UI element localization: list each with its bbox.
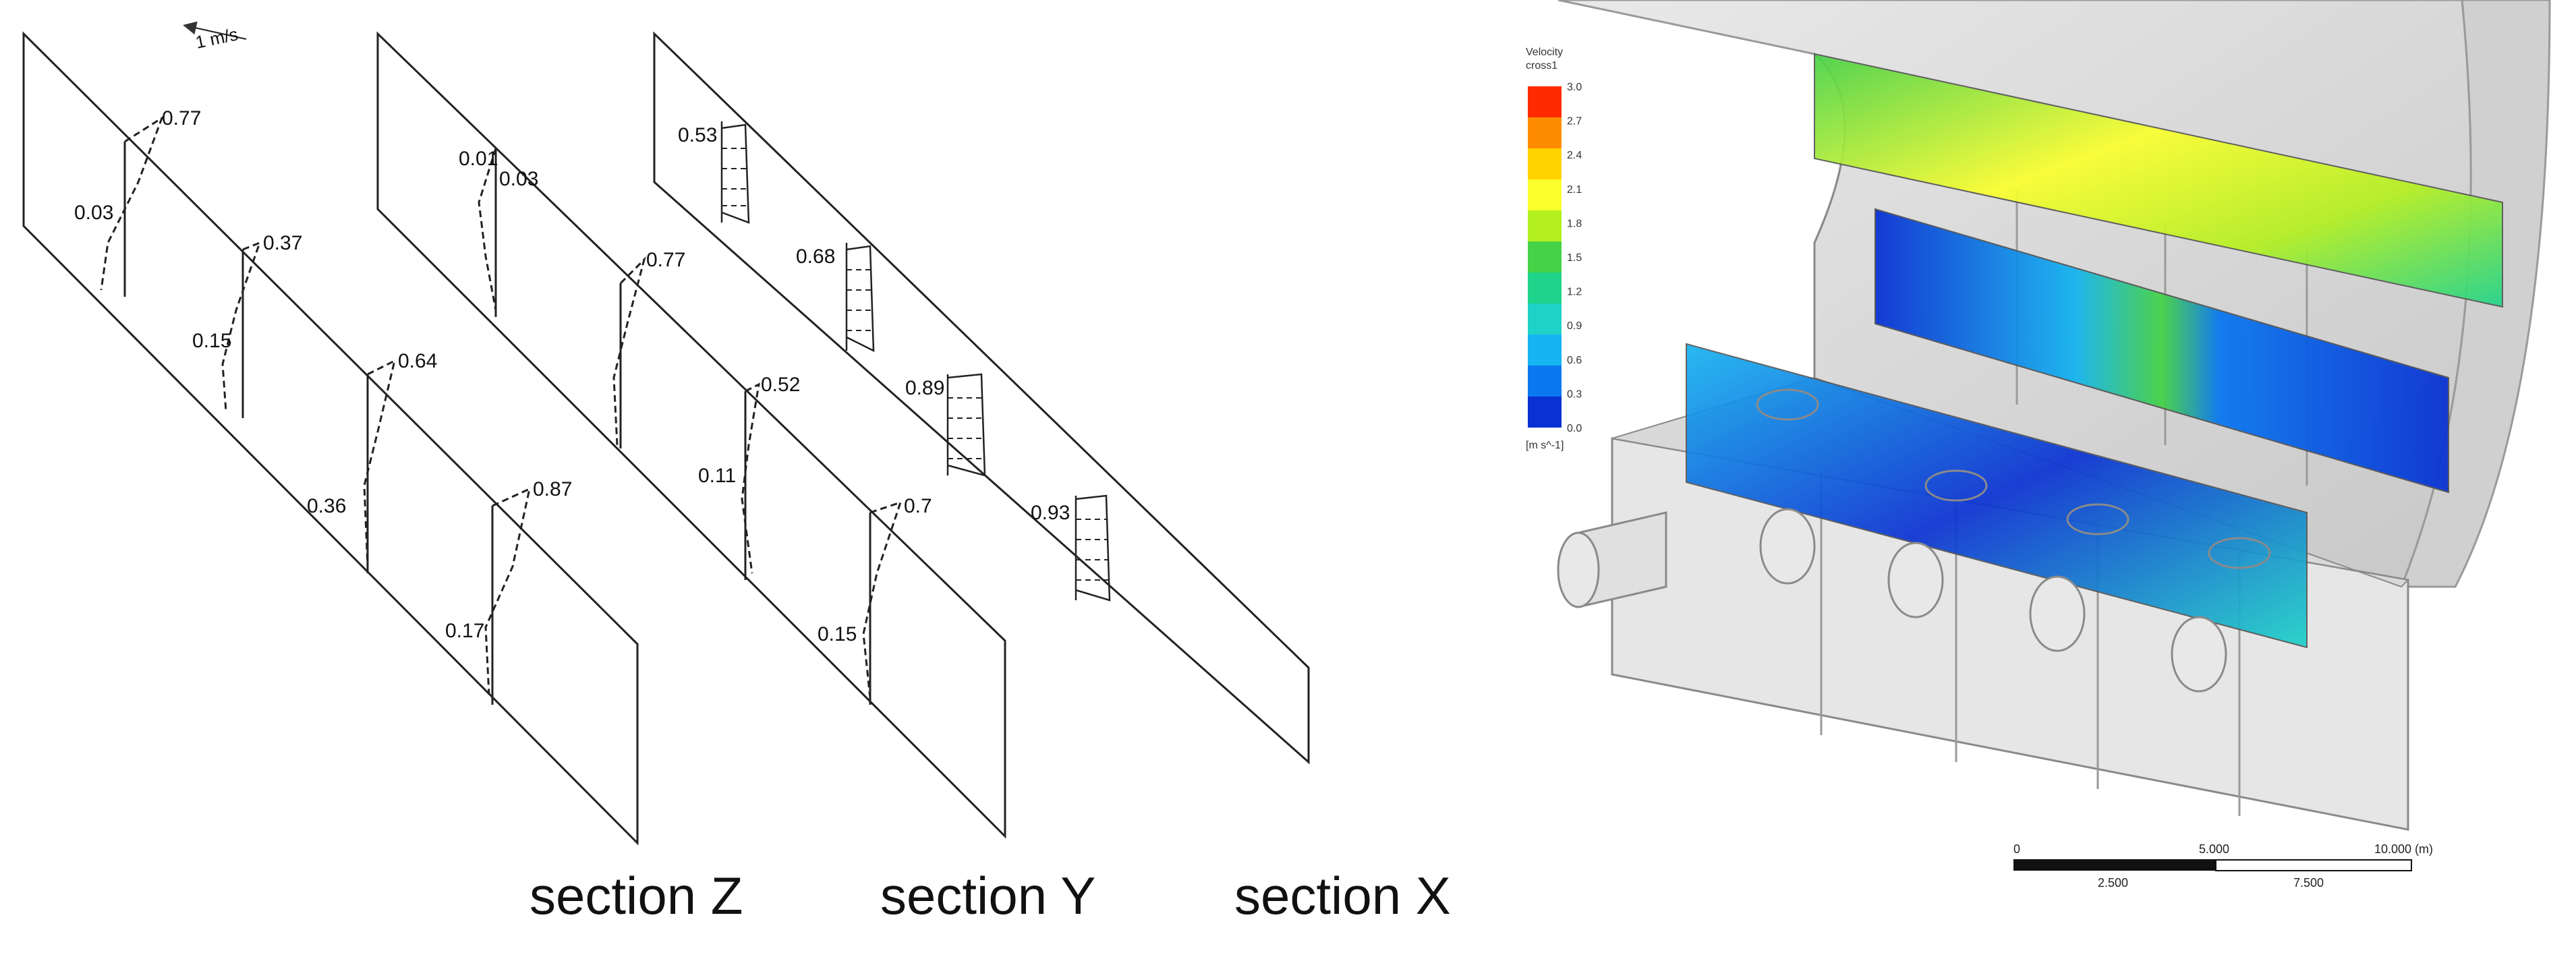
legend-tick-label: 1.8	[1567, 218, 1582, 229]
legend-swatch	[1528, 86, 1562, 117]
scale-bar-label: 5.000	[2199, 842, 2229, 856]
value-label: 0.7	[904, 495, 932, 517]
scale-bar-label: 10.000 (m)	[2374, 842, 2433, 856]
legend-unit: [m s^-1]	[1526, 440, 1564, 451]
legend-ticks: 3.0 2.7 2.4 2.1 1.8 1.5 1.2 0.9 0.6 0.3 0.0	[1567, 82, 1582, 434]
legend-tick-label: 0.6	[1567, 355, 1582, 366]
legend-color-bar	[1528, 86, 1562, 428]
section-y-caption: section Y	[880, 866, 1095, 925]
value-label: 0.77	[646, 249, 685, 271]
legend-tick-label: 1.5	[1567, 252, 1582, 264]
legend-swatch	[1528, 335, 1562, 366]
legend-tick-label: 0.0	[1567, 423, 1582, 434]
legend-swatch	[1528, 148, 1562, 179]
value-label: 0.15	[192, 330, 231, 352]
scale-arrow-label: 1 m/s	[194, 24, 239, 53]
section-x-plane	[653, 31, 1310, 765]
legend-swatch	[1528, 303, 1562, 335]
legend-swatch	[1528, 117, 1562, 148]
legend-title-line1: Velocity	[1526, 47, 1563, 58]
scale-bar: 0 5.000 10.000 (m) 2.500 7.500	[2013, 842, 2433, 890]
value-label: 0.87	[533, 478, 572, 500]
value-label: 0.64	[398, 350, 437, 372]
legend-swatch	[1528, 179, 1562, 210]
scale-arrow	[183, 21, 247, 40]
legend-tick-label: 3.0	[1567, 82, 1582, 93]
legend-swatch	[1528, 397, 1562, 428]
legend-swatch	[1528, 366, 1562, 397]
scale-bar-seg	[2013, 860, 2216, 871]
value-label: 0.93	[1031, 502, 1070, 524]
section-y-plane	[376, 31, 1006, 839]
legend-title-line2: cross1	[1526, 60, 1557, 71]
legend-swatch	[1528, 272, 1562, 303]
value-label: 0.15	[818, 623, 857, 645]
value-label: 0.03	[499, 168, 538, 190]
contour-plane-bottom	[1686, 343, 2308, 649]
scale-bar-seg	[2215, 859, 2412, 871]
left-panel	[22, 21, 1310, 846]
profiles-section-x	[720, 121, 1111, 602]
contour-plane-top	[1814, 53, 2503, 308]
value-label: 0.53	[678, 124, 717, 146]
scale-bar-label: 7.500	[2293, 876, 2324, 890]
legend-swatch	[1528, 210, 1562, 241]
profiles-section-z	[100, 115, 532, 705]
value-label: 0.77	[162, 107, 201, 129]
legend-swatch	[1528, 241, 1562, 272]
legend-tick-label: 0.3	[1567, 388, 1582, 400]
legend-tick-label: 2.7	[1567, 116, 1582, 127]
right-panel: Velocity cross1 3.0 2.7 2.4 2.1 1.8 1.5 1.2 0.9…	[1526, 0, 2551, 890]
value-label: 0.01	[459, 148, 498, 170]
section-z-caption: section Z	[529, 866, 743, 925]
left-panel-labels: 1 m/s 0.77 0.03 0.37 0.15 0.64 0.36 0.87…	[74, 24, 1451, 925]
legend-tick-label: 2.1	[1567, 184, 1582, 196]
legend-tick-label: 2.4	[1567, 150, 1582, 161]
scale-bar-label: 2.500	[2098, 876, 2128, 890]
scale-bar-label: 0	[2013, 842, 2020, 856]
value-label: 0.11	[698, 465, 736, 487]
pipes	[1557, 388, 2271, 693]
profiles-section-y	[478, 148, 903, 705]
legend-tick-label: 1.2	[1567, 287, 1582, 298]
section-x-caption: section X	[1234, 866, 1451, 925]
legend: Velocity cross1 3.0 2.7 2.4 2.1 1.8 1.5 1.2 0.9…	[1526, 47, 1582, 451]
value-label: 0.36	[307, 495, 346, 517]
value-label: 0.03	[74, 202, 113, 224]
value-label: 0.17	[445, 620, 484, 642]
value-label: 0.89	[905, 377, 944, 399]
contour-plane-middle	[1874, 208, 2449, 494]
value-label: 0.52	[761, 374, 800, 396]
section-z-plane	[22, 31, 639, 846]
legend-tick-label: 0.9	[1567, 320, 1582, 332]
value-label: 0.68	[796, 245, 835, 268]
value-label: 0.37	[263, 232, 302, 254]
